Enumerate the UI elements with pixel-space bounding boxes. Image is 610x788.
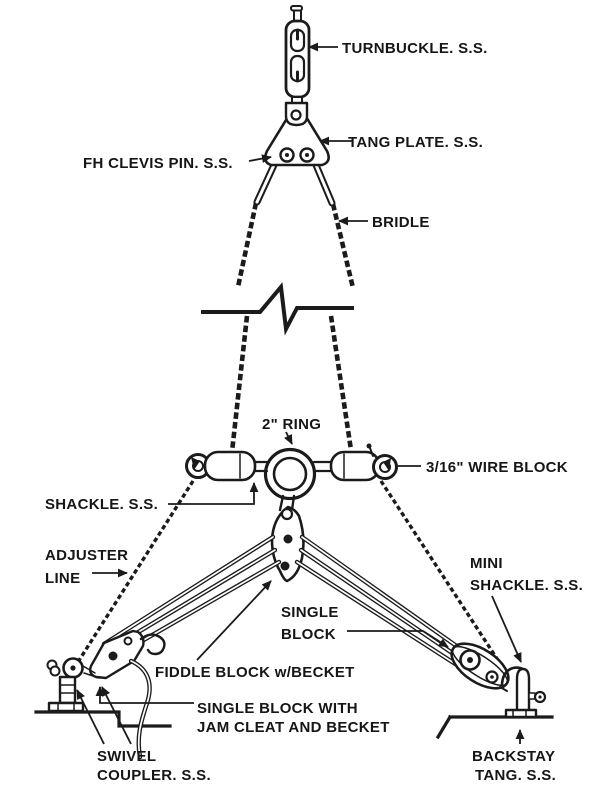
jam-cleat-horn xyxy=(139,633,166,656)
label-backstay-tang-2: TANG. S.S. xyxy=(475,767,556,784)
jaw-pin-hole xyxy=(290,109,302,121)
tang-base-plate xyxy=(504,708,538,719)
right-block-body xyxy=(329,450,381,482)
deck-left xyxy=(34,710,172,728)
label-swivel-coupler-2: COUPLER. S.S. xyxy=(97,767,211,784)
backstay-lines xyxy=(229,315,354,453)
backstay-right-rope xyxy=(328,315,354,451)
label-single-block-jam-2: JAM CLEAT AND BECKET xyxy=(197,719,390,736)
fiddle-top-pin xyxy=(280,507,294,521)
leader-fiddle-block xyxy=(196,580,272,661)
label-ring: 2" RING xyxy=(262,416,321,433)
bridle-left-rope xyxy=(235,202,259,288)
adjuster-line-right xyxy=(379,480,505,669)
label-shackle: SHACKLE. S.S. xyxy=(45,496,158,513)
left-wire-block xyxy=(185,450,269,482)
label-tang-plate: TANG PLATE. S.S. xyxy=(348,134,483,151)
label-single-block-1: SINGLE xyxy=(281,604,339,621)
label-swivel-coupler-1: SWIVEL xyxy=(97,748,156,765)
coupler-base xyxy=(47,701,85,713)
left-block-body xyxy=(203,450,257,482)
turnbuckle-jaw xyxy=(284,101,309,127)
swivel-coupler-drawing xyxy=(46,657,85,713)
label-single-block-2: BLOCK xyxy=(281,626,336,643)
tang-strap xyxy=(515,667,531,712)
right-wire-block xyxy=(312,443,398,482)
backstay-left-rope xyxy=(229,315,250,453)
label-mini-shackle-2: SHACKLE. S.S. xyxy=(470,577,583,594)
tang-plate-legs xyxy=(253,161,336,207)
label-wire-block: 3/16" WIRE BLOCK xyxy=(426,459,568,476)
label-fiddle-block: FIDDLE BLOCK w/BECKET xyxy=(155,664,355,681)
jam-cleat-block-drawing xyxy=(82,629,166,760)
break-symbol xyxy=(201,282,354,336)
leader-shackle xyxy=(168,482,259,505)
label-mini-shackle-1: MINI xyxy=(470,555,503,572)
label-turnbuckle: TURNBUCKLE. S.S. xyxy=(342,40,488,57)
turnbuckle-drawing xyxy=(284,5,311,127)
ring-drawing xyxy=(263,447,317,501)
coupler-post xyxy=(58,675,77,705)
label-adjuster-line-1: ADJUSTER xyxy=(45,547,128,564)
label-single-block-jam-1: SINGLE BLOCK WITH xyxy=(197,700,358,717)
backstay-tang-drawing xyxy=(504,667,547,719)
bridle-lines xyxy=(235,202,356,289)
fiddle-sheave-pin-upper xyxy=(283,534,293,544)
deck-right xyxy=(435,714,554,740)
single-block-right-drawing xyxy=(450,642,510,690)
fiddle-sheave-pin-lower xyxy=(280,561,290,571)
leader-fh-clevis-pin xyxy=(248,154,272,163)
labels: TURNBUCKLE. S.S. TANG PLATE. S.S. FH CLE… xyxy=(45,40,583,784)
leader-jam-cleat-block xyxy=(95,686,194,704)
adjuster-line-left xyxy=(76,480,195,663)
tang-plate-drawing xyxy=(263,105,330,167)
fiddle-block-drawing xyxy=(270,494,305,583)
leader-swivel-coupler-2 xyxy=(101,686,132,745)
label-bridle: BRIDLE xyxy=(372,214,430,231)
leader-ring xyxy=(284,431,293,445)
leader-lines xyxy=(76,42,525,745)
leader-mini-shackle xyxy=(491,595,522,663)
label-adjuster-line-2: LINE xyxy=(45,570,80,587)
bridle-right-rope xyxy=(330,203,356,289)
right-becket-loop xyxy=(372,454,398,480)
leader-single-block xyxy=(347,630,449,648)
label-fh-clevis-pin: FH CLEVIS PIN. S.S. xyxy=(83,155,233,172)
label-backstay-tang-1: BACKSTAY xyxy=(472,748,555,765)
leader-swivel-coupler-1 xyxy=(76,689,105,745)
